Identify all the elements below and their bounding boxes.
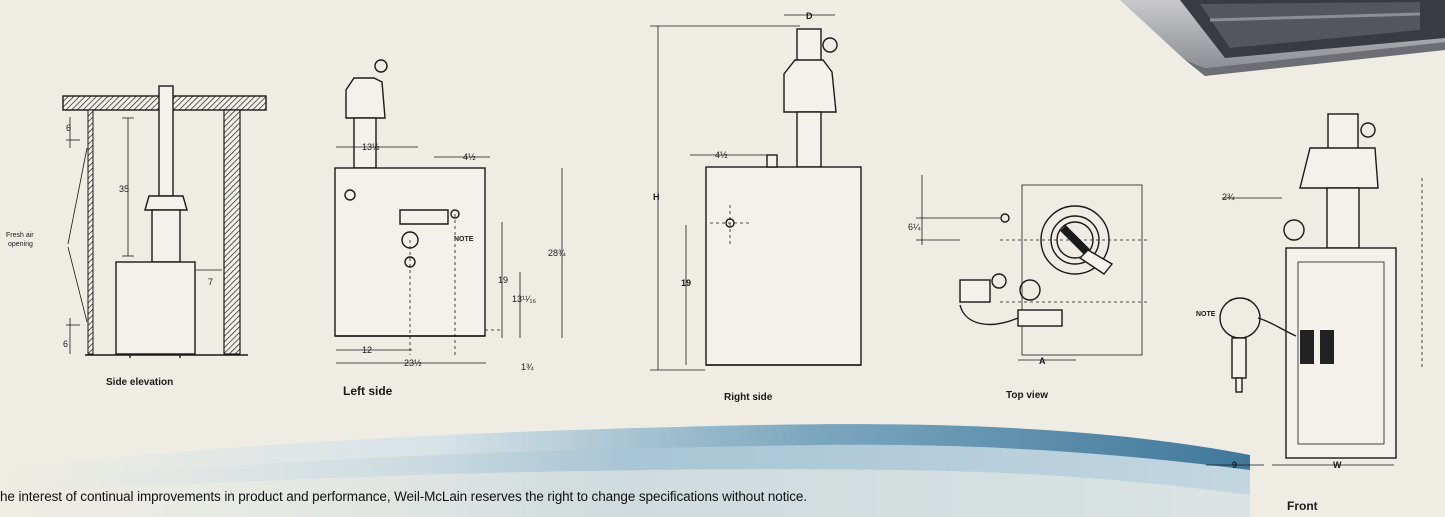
front-caption: Front	[1287, 499, 1318, 513]
right-side-view: D H 19 4½ Right side	[650, 11, 862, 403]
left-dim-top-right: 4½	[463, 152, 476, 162]
front-dim-w: W	[1333, 460, 1342, 470]
right-side-caption: Right side	[724, 392, 773, 403]
left-dim-12: 12	[362, 345, 372, 355]
left-dim-13: 13¹¹⁄₁₆	[512, 294, 537, 304]
left-side-caption: Left side	[343, 384, 393, 398]
left-dim-23: 23½	[404, 358, 422, 368]
front-dim-offset: 2¾	[1222, 192, 1235, 202]
front-note: NOTE	[1196, 311, 1216, 318]
side-elevation-dim-height: 35	[119, 184, 129, 194]
fresh-air-label-line1: Fresh air	[6, 232, 34, 239]
left-side-view: NOTE 13½ 4½ 28¾ 19 13¹¹⁄₁₆ 1¾ 12 23½ Lef…	[334, 59, 566, 398]
top-view-caption: Top view	[1006, 390, 1048, 401]
product-photo	[1120, 0, 1445, 76]
top-view-dim-a: A	[1039, 356, 1046, 366]
side-elevation-view: 35 6 6 7 Fresh air opening Side elevatio…	[6, 85, 267, 388]
top-view: 6¼ A Top view	[908, 175, 1150, 401]
left-dim-base: 1¾	[521, 362, 534, 372]
right-dim-h: H	[653, 192, 660, 202]
top-view-dim-offset: 6¼	[908, 222, 921, 232]
decorative-wave	[0, 424, 1250, 517]
disclaimer-text: he interest of continual improvements in…	[0, 489, 807, 504]
right-dim-19: 19	[681, 278, 691, 288]
side-elevation-dim-top: 6	[66, 123, 71, 133]
left-dim-total-height: 28¾	[548, 248, 566, 258]
side-elevation-dim-side: 7	[208, 277, 213, 287]
fresh-air-label-line2: opening	[8, 241, 33, 248]
right-dim-offset: 4½	[715, 150, 728, 160]
left-side-note: NOTE	[454, 236, 474, 243]
right-dim-d: D	[806, 11, 813, 21]
left-dim-19: 19	[498, 275, 508, 285]
side-elevation-dim-bottom: 6	[63, 339, 68, 349]
side-elevation-caption: Side elevation	[106, 377, 173, 388]
front-dim-left: 9	[1232, 460, 1237, 470]
left-dim-top-left: 13½	[362, 142, 380, 152]
front-view: NOTE 2¾ 9 W Front	[1196, 113, 1423, 513]
